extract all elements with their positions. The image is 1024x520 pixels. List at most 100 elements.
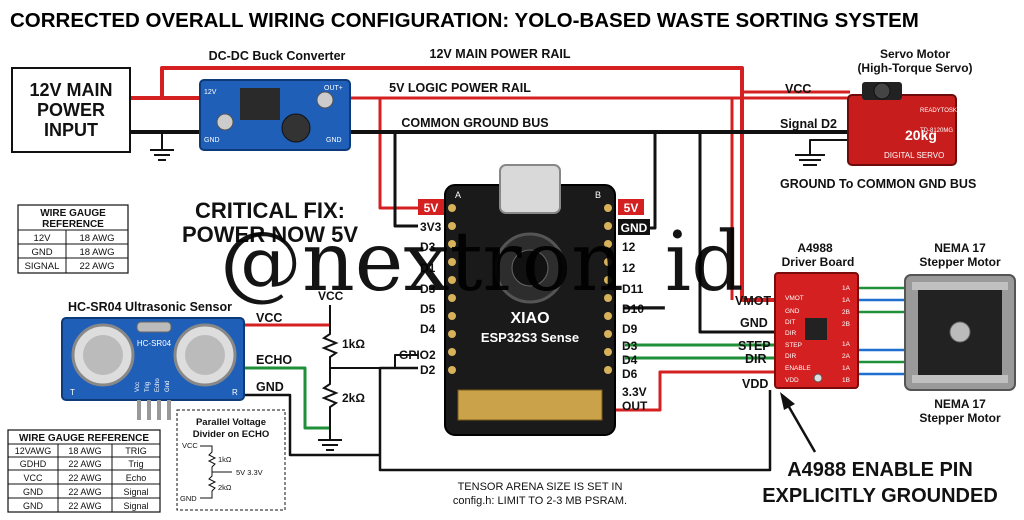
buck-capacitor: [316, 91, 334, 109]
servo-body-text: DIGITAL SERVO: [884, 151, 944, 160]
a4988-pin-l1: GND: [785, 308, 800, 315]
stepper-motor: [904, 274, 1016, 391]
a4988-pin-r1: 1A: [842, 297, 851, 304]
ultrasonic-t: T: [70, 388, 75, 397]
stepper-top-line2: Stepper Motor: [919, 255, 1001, 269]
servo-subtitle: (High-Torque Servo): [857, 61, 972, 75]
us-gnd-label: GND: [256, 380, 284, 394]
gauge1-r2c1: 22 AWG: [79, 261, 114, 272]
gauge1-r1c0: GND: [31, 247, 52, 258]
ultrasonic-label: HC-SR04 Ultrasonic Sensor: [68, 300, 232, 314]
wire-gnd-a4988: [698, 132, 775, 334]
power-input-box: 12V MAIN POWER INPUT: [11, 67, 131, 153]
gauge1-title2: REFERENCE: [42, 219, 104, 230]
inset-vcc: VCC: [182, 441, 198, 450]
a4988-board: [774, 272, 859, 389]
buck-in-label: 12V: [204, 89, 217, 96]
gauge2-r3c0: GND: [23, 487, 44, 497]
a4988-pin-l6: ENABLE: [785, 365, 811, 372]
inset-title1: Parallel Voltage: [196, 417, 266, 428]
gauge1-title1: WIRE GAUGE: [40, 208, 106, 219]
xiao-mark-b: B: [595, 190, 601, 200]
wire-gauge-table-1: WIRE GAUGE REFERENCE 12V 18 AWG GND 18 A…: [17, 204, 129, 274]
wires: [130, 66, 905, 472]
a4988-pin-r2: 2B: [842, 309, 850, 316]
xiao-left-pin-3: D1: [420, 261, 436, 275]
gauge2-r1c1: 22 AWG: [68, 459, 101, 469]
xiao-mark-a: A: [455, 190, 461, 200]
critical-fix-line1: CRITICAL FIX:: [195, 198, 345, 223]
a4988-subtitle: Driver Board: [782, 255, 855, 269]
resistor-1k: [321, 330, 339, 368]
buck-out-label: OUT+: [324, 85, 343, 92]
gauge1-r2c0: SIGNAL: [25, 261, 60, 272]
wire-gnd-xiao: [393, 132, 418, 228]
gauge2-r2c1: 22 AWG: [68, 473, 101, 483]
a4988-pin-r7: 1B: [842, 377, 850, 384]
ground-symbol-input: [150, 132, 174, 161]
xiao-left-pin-1: 3V3: [420, 220, 442, 234]
divider-inset: Parallel Voltage Divider on ECHO VCC 1kΩ…: [176, 409, 286, 511]
a4988-pin-l5: DIR: [785, 353, 797, 360]
buck-inductor-chip: [240, 88, 280, 120]
xiao-right-pin-6: D9: [622, 322, 638, 336]
xiao-left-pin-7: GPIO2: [399, 348, 436, 362]
ultrasonic-r: R: [232, 388, 238, 397]
gauge2-r0c2: TRIG: [125, 446, 147, 456]
us-vcc-label: VCC: [256, 311, 282, 325]
ultrasonic-crystal: [136, 321, 172, 333]
a4988-pin-r5: 2A: [842, 353, 851, 360]
enable-note-line2: EXPLICITLY GROUNDED: [762, 485, 998, 507]
xiao-right-pin-4: D11: [622, 282, 644, 296]
gauge2-r1c0: GDHD: [20, 459, 47, 469]
gauge2-r3c2: Signal: [123, 487, 148, 497]
gauge2-r4c0: GND: [23, 501, 44, 511]
a4988-pin-r0: 1A: [842, 285, 851, 292]
diagram-title: CORRECTED OVERALL WIRING CONFIGURATION: …: [10, 9, 919, 32]
gauge2-r2c0: VCC: [23, 473, 43, 483]
gauge2-r3c1: 22 AWG: [68, 487, 101, 497]
stepper-bottom-line2: Stepper Motor: [919, 411, 1001, 425]
servo-ground-note: GROUND To COMMON GND BUS: [780, 177, 976, 191]
a4988-gnd-label: GND: [740, 316, 768, 330]
usb-c-port: [499, 164, 561, 214]
ground-symbol-servo: [795, 154, 825, 166]
ultrasonic-sensor: HC-SR04 T R Vcc Trig Echo Gnd: [61, 317, 245, 420]
power-input-line3: INPUT: [44, 120, 98, 140]
xiao-left-pin-2: D3: [420, 240, 436, 254]
a4988-pin-l2: DIT: [785, 319, 796, 326]
gauge2-r1c2: Trig: [128, 459, 143, 469]
ultrasonic-model: HC-SR04: [137, 339, 172, 348]
critical-fix-line2: POWER NOW 5V: [182, 222, 358, 247]
wire-us-gnd: [245, 393, 380, 457]
xiao-right-pin-7: D3: [622, 339, 638, 353]
watermark-text: @nextron_id: [220, 215, 744, 310]
wire-us-echo: [245, 366, 330, 430]
stepper-bottom-line1: NEMA 17: [934, 397, 986, 411]
buck-inductor: [281, 113, 311, 143]
a4988-pin-l4: STEP: [785, 342, 802, 349]
ground-symbol-divider: [318, 428, 342, 451]
a4988-vdd-label: VDD: [742, 377, 768, 391]
gauge1-r0c1: 18 AWG: [79, 233, 114, 244]
xiao-out-line2: OUT: [622, 399, 648, 413]
a4988-pin-r3: 2B: [842, 321, 850, 328]
enable-arrow: [780, 392, 817, 453]
us-echo-label: ECHO: [256, 353, 292, 367]
inset-gnd: GND: [180, 494, 197, 503]
divider-r2: 2kΩ: [342, 391, 365, 405]
a4988-potentiometer: [813, 373, 823, 383]
a4988-step-label: STEP: [738, 339, 771, 353]
camera-connector: [457, 389, 603, 421]
wire-12v-main-rail: [160, 66, 775, 302]
divider-r1: 1kΩ: [342, 337, 365, 351]
gauge1-r1c1: 18 AWG: [79, 247, 114, 258]
xiao-pads: [448, 204, 612, 374]
xiao-out-line1: 3.3V: [622, 385, 647, 399]
ultrasonic-pin-echo: Echo: [155, 378, 161, 392]
rail-ground-label: COMMON GROUND BUS: [401, 116, 548, 130]
resistor-2k: [321, 368, 339, 428]
servo-motor: READYTOSKY 20kg TD-8120MG DIGITAL SERVO: [847, 82, 961, 166]
buck-gnd-out-label: GND: [326, 137, 342, 144]
tensor-note-line2: config.h: LIMIT TO 2-3 MB PSRAM.: [453, 495, 627, 507]
